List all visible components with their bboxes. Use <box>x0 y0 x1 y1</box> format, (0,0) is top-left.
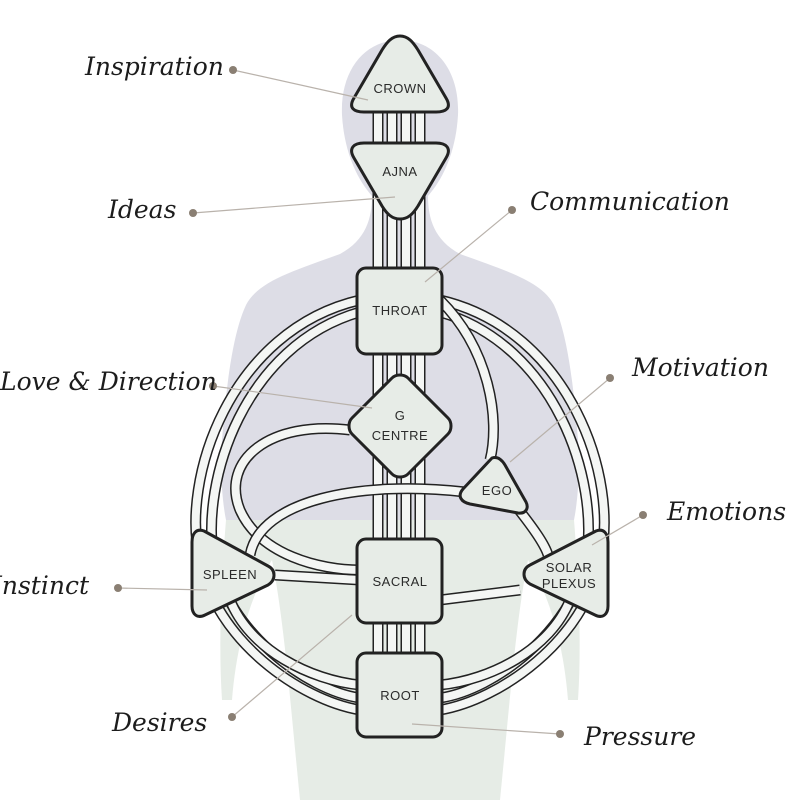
solar-label-line1: SOLAR <box>546 560 593 575</box>
callouts: Inspiration Ideas Communication Love & D… <box>0 52 786 751</box>
root-label: ROOT <box>380 688 420 703</box>
callout-communication: Communication <box>424 187 730 283</box>
label-pressure: Pressure <box>583 722 696 751</box>
label-instinct: Instinct <box>0 571 90 600</box>
label-communication: Communication <box>530 187 730 216</box>
crown-label: CROWN <box>373 81 426 96</box>
ego-label: EGO <box>482 483 512 498</box>
solar-label-line2: PLEXUS <box>542 576 596 591</box>
g-loop-channels <box>230 296 554 576</box>
throat-label: THROAT <box>372 303 427 318</box>
label-emotions: Emotions <box>666 497 786 526</box>
spleen-label: SPLEEN <box>203 567 257 582</box>
g-label-line2: CENTRE <box>372 428 428 443</box>
sacral-center: SACRAL <box>355 537 444 625</box>
label-desires: Desires <box>111 708 207 737</box>
label-inspiration: Inspiration <box>84 52 224 81</box>
ajna-center: AJNA <box>350 141 450 221</box>
throat-center: THROAT <box>355 266 444 356</box>
g-center: G CENTRE <box>347 373 453 479</box>
crown-center: CROWN <box>350 34 450 114</box>
g-label-line1: G <box>395 408 406 423</box>
centers: CROWN AJNA THROAT G CENTRE EGO SPLEEN SA… <box>190 34 610 739</box>
callout-inspiration: Inspiration <box>84 52 369 101</box>
callout-ideas: Ideas <box>107 195 396 224</box>
lower-channels <box>224 569 576 691</box>
label-motivation: Motivation <box>631 353 769 382</box>
callout-pressure: Pressure <box>411 722 696 751</box>
sacral-label: SACRAL <box>372 574 427 589</box>
callout-emotions: Emotions <box>591 497 786 546</box>
callout-instinct: Instinct <box>0 571 208 600</box>
label-love-direction: Love & Direction <box>0 367 217 396</box>
ajna-label: AJNA <box>382 164 417 179</box>
spleen-center: SPLEEN <box>190 528 276 618</box>
callout-desires: Desires <box>111 614 353 737</box>
label-ideas: Ideas <box>107 195 176 224</box>
root-center: ROOT <box>355 651 444 739</box>
callout-love-direction: Love & Direction <box>0 367 373 409</box>
ego-center: EGO <box>458 456 529 515</box>
solar-plexus-center: SOLAR PLEXUS <box>522 528 610 618</box>
callout-motivation: Motivation <box>509 353 769 463</box>
